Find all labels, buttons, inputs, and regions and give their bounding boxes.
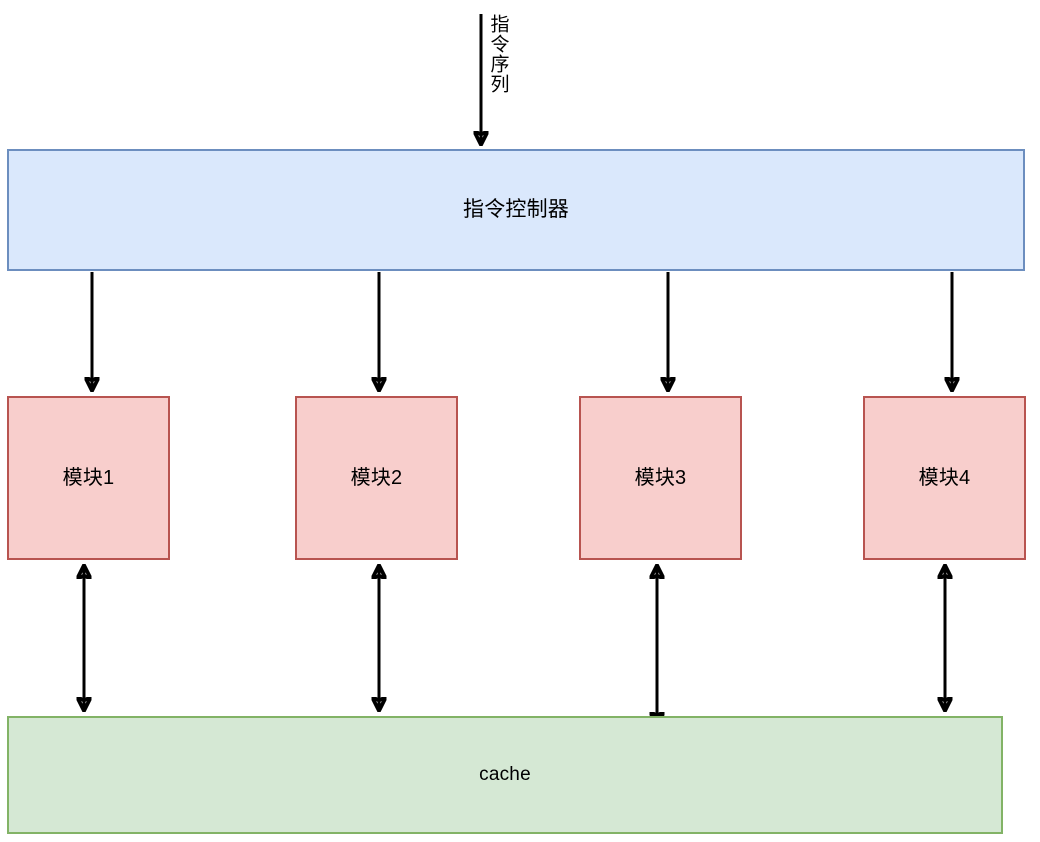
- instruction-sequence-text: 指令序列: [487, 14, 509, 94]
- module-node-1[interactable]: 模块1: [7, 396, 170, 560]
- module-node-3[interactable]: 模块3: [579, 396, 742, 560]
- instruction-sequence-label: 指令序列: [486, 14, 510, 126]
- module-label-2: 模块2: [350, 467, 403, 489]
- instruction-controller-label: 指令控制器: [463, 198, 569, 222]
- instruction-controller-node[interactable]: 指令控制器: [7, 149, 1025, 271]
- module-label-1: 模块1: [62, 467, 115, 489]
- module-label-3: 模块3: [634, 467, 687, 489]
- module-label-4: 模块4: [918, 467, 971, 489]
- module-node-4[interactable]: 模块4: [863, 396, 1026, 560]
- cache-node[interactable]: cache: [7, 716, 1003, 834]
- module-node-2[interactable]: 模块2: [295, 396, 458, 560]
- cache-label: cache: [479, 763, 531, 785]
